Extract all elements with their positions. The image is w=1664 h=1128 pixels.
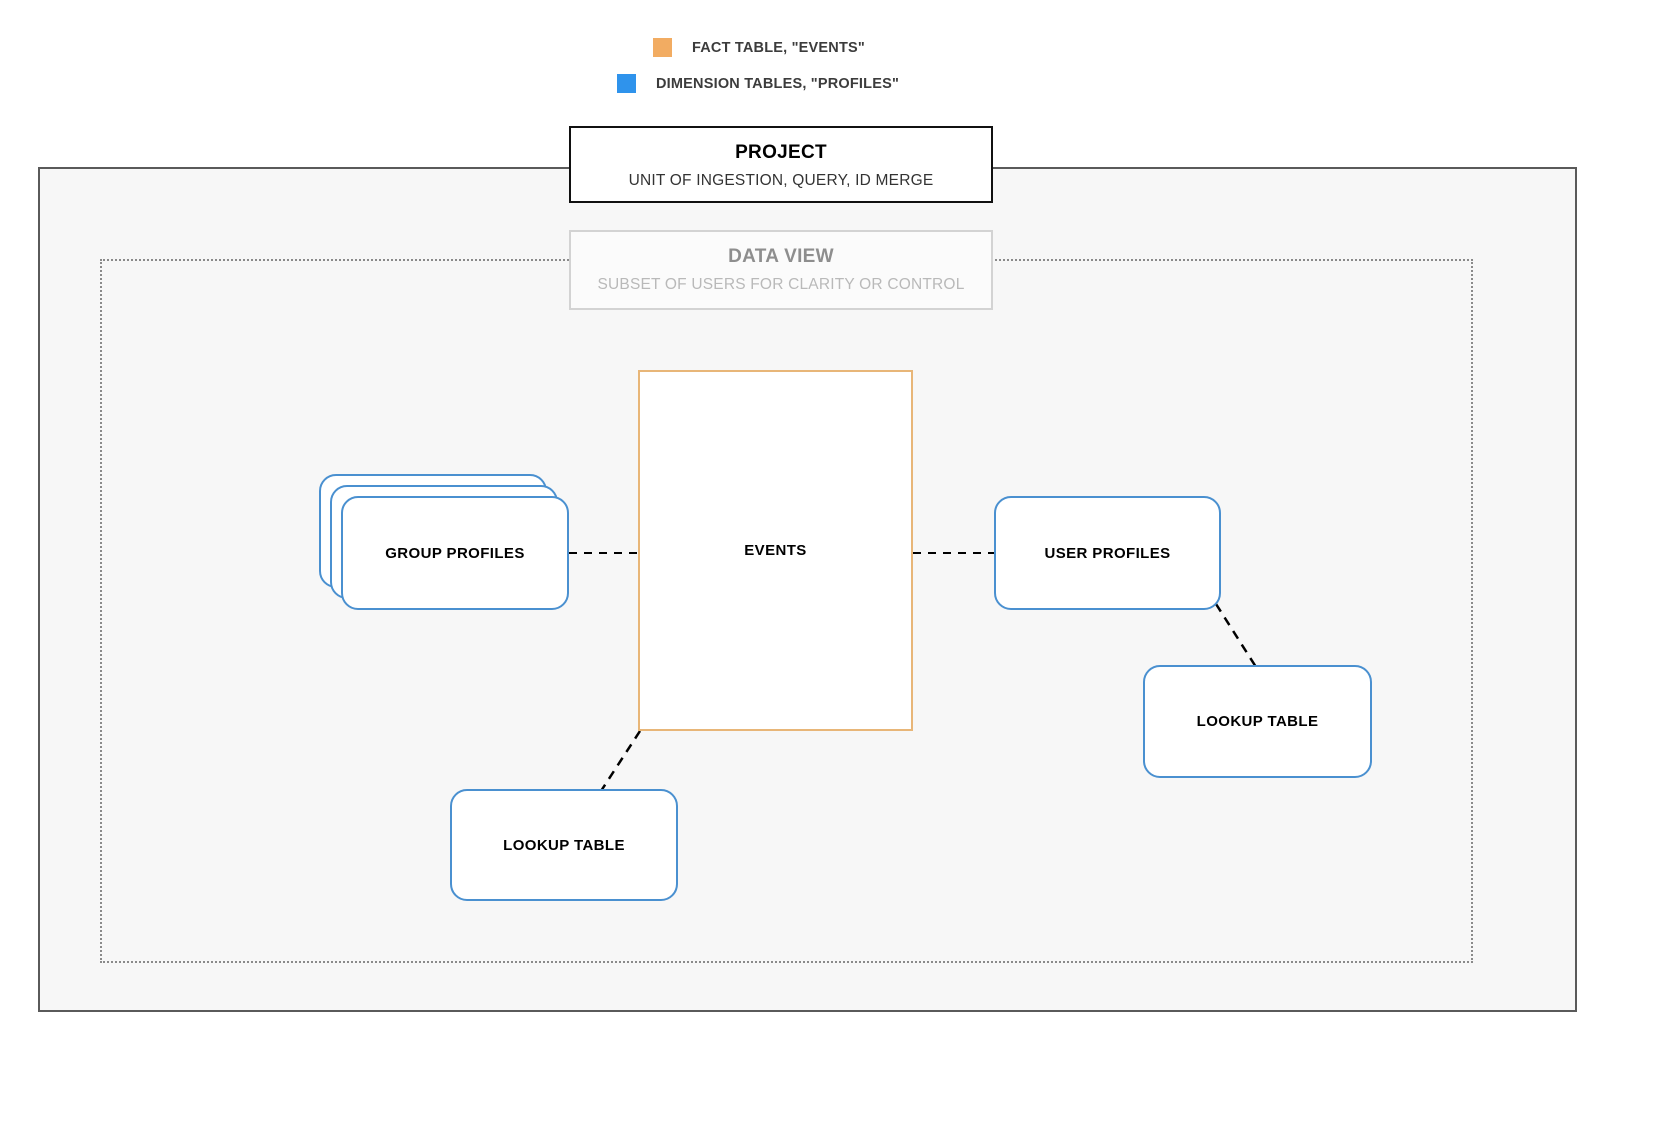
node-events: EVENTS xyxy=(638,370,913,731)
group-profiles-card-front: GROUP PROFILES xyxy=(341,496,569,610)
node-lookup-table-right: LOOKUP TABLE xyxy=(1143,665,1372,778)
data-view-subtitle: SUBSET OF USERS FOR CLARITY OR CONTROL xyxy=(597,275,965,293)
project-subtitle: UNIT OF INGESTION, QUERY, ID MERGE xyxy=(628,171,934,189)
legend-item-dimension-tables: DIMENSION TABLES, "PROFILES" xyxy=(617,74,899,93)
legend: FACT TABLE, "EVENTS" DIMENSION TABLES, "… xyxy=(0,28,1664,108)
data-view-banner: DATA VIEW SUBSET OF USERS FOR CLARITY OR… xyxy=(569,230,993,310)
project-banner: PROJECT UNIT OF INGESTION, QUERY, ID MER… xyxy=(569,126,993,203)
node-lookup-table-left-label: LOOKUP TABLE xyxy=(503,836,625,854)
legend-label-fact-table: FACT TABLE, "EVENTS" xyxy=(692,39,865,56)
legend-label-dimension-tables: DIMENSION TABLES, "PROFILES" xyxy=(656,75,900,92)
dimension-tables-swatch xyxy=(617,74,636,93)
node-user-profiles-label: USER PROFILES xyxy=(1044,544,1171,562)
data-view-title: DATA VIEW xyxy=(728,246,834,267)
node-lookup-table-left: LOOKUP TABLE xyxy=(450,789,678,901)
node-user-profiles: USER PROFILES xyxy=(994,496,1221,610)
node-group-profiles: GROUP PROFILES xyxy=(319,474,569,610)
node-lookup-table-right-label: LOOKUP TABLE xyxy=(1196,713,1319,730)
node-events-label: EVENTS xyxy=(744,542,807,559)
project-title: PROJECT xyxy=(735,142,827,163)
node-group-profiles-label: GROUP PROFILES xyxy=(385,544,525,562)
legend-item-fact-table: FACT TABLE, "EVENTS" xyxy=(653,38,865,57)
fact-table-swatch xyxy=(653,38,672,57)
